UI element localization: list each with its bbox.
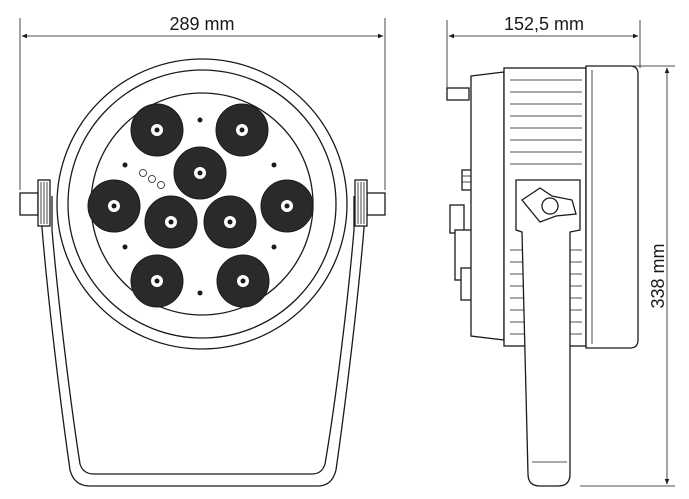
tilt-lock-knob: [521, 187, 577, 223]
side-view: 152,5 mm 338 mm: [446, 14, 675, 487]
housing-rim: [67, 69, 337, 339]
led-7: [260, 179, 314, 233]
led-array: [87, 103, 314, 308]
indicator-dots: [122, 117, 277, 296]
left-knob: [19, 179, 51, 227]
front-bracket: [41, 190, 365, 487]
led-5: [144, 195, 198, 249]
led-2: [215, 103, 269, 157]
led-3: [173, 146, 227, 200]
height-dimension: 338 mm: [580, 65, 675, 487]
depth-dimension: 152,5 mm: [446, 14, 641, 90]
rear-cable-connectors: [449, 169, 474, 301]
led-1: [130, 103, 184, 157]
led-9: [216, 254, 270, 308]
rear-connector-top: [446, 87, 470, 101]
front-bezel: [585, 65, 639, 349]
height-label: 338 mm: [648, 243, 668, 308]
width-label: 289 mm: [169, 14, 234, 34]
led-4: [87, 179, 141, 233]
led-8: [130, 254, 184, 308]
depth-label: 152,5 mm: [504, 14, 584, 34]
front-view: 289 mm: [19, 14, 386, 487]
housing-outer: [56, 58, 348, 350]
led-6: [203, 195, 257, 249]
width-dimension: 289 mm: [19, 14, 386, 190]
rear-cap: [470, 71, 505, 341]
side-bracket-arm: [515, 179, 581, 487]
right-knob: [354, 179, 386, 227]
